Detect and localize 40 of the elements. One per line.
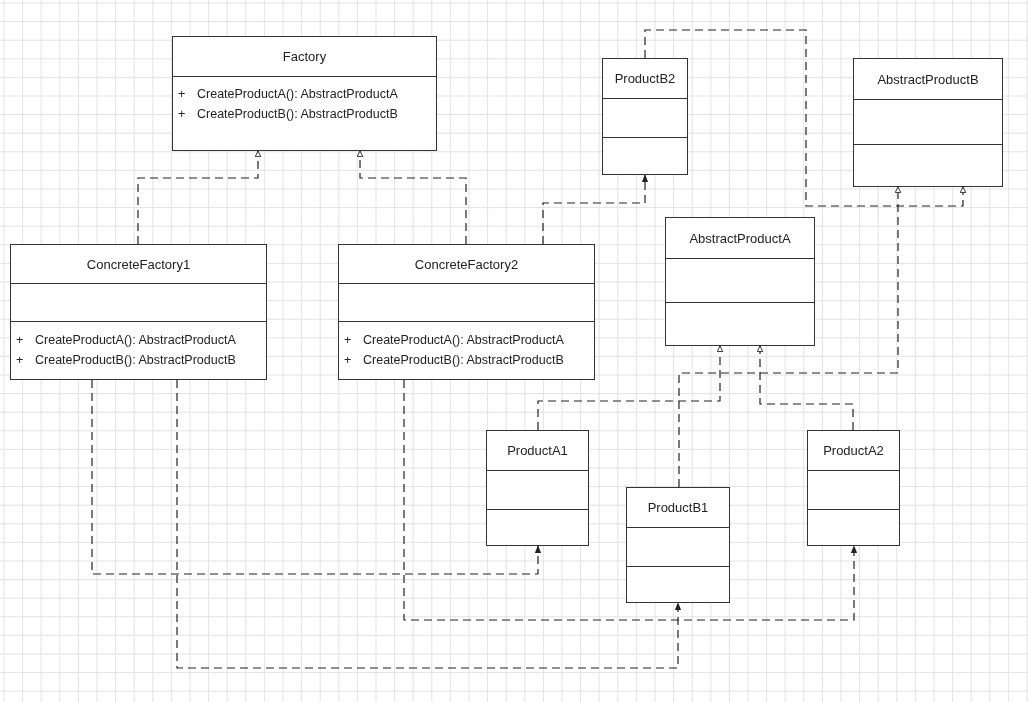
dashed-arrow xyxy=(644,29,967,207)
class-name: AbstractProductB xyxy=(877,71,979,87)
dashed-arrow xyxy=(91,379,542,575)
class-name: ProductA1 xyxy=(507,443,568,458)
class-name: ConcreteFactory2 xyxy=(414,256,519,272)
class-box xyxy=(10,244,267,380)
method-signature: CreateProductA(): AbstractProductA xyxy=(197,87,398,101)
class-box xyxy=(602,58,688,175)
dashed-arrow xyxy=(176,379,682,669)
dashed-arrow xyxy=(356,150,467,245)
class-box xyxy=(665,217,815,346)
class-box xyxy=(853,58,1003,187)
method-signature: CreateProductB(): AbstractProductB xyxy=(197,107,398,121)
method-signature: CreateProductA(): AbstractProductA xyxy=(363,333,564,347)
method-signature: CreateProductA(): AbstractProductA xyxy=(35,333,236,347)
class-name: ConcreteFactory1 xyxy=(86,256,191,272)
class-name: ProductA2 xyxy=(823,443,884,458)
visibility-sign: + xyxy=(178,107,186,121)
class-name: ProductB2 xyxy=(614,71,676,86)
method-signature: CreateProductB(): AbstractProductB xyxy=(363,353,564,367)
class-box xyxy=(486,430,589,546)
method-signature: CreateProductB(): AbstractProductB xyxy=(35,353,236,367)
visibility-sign: + xyxy=(178,87,186,101)
dashed-arrow xyxy=(542,174,649,245)
dashed-arrow xyxy=(537,345,724,431)
dashed-arrow xyxy=(678,186,902,488)
class-box xyxy=(807,430,900,546)
dashed-arrow xyxy=(756,345,854,431)
dashed-arrow xyxy=(403,379,858,621)
class-box xyxy=(338,244,595,380)
class-box xyxy=(626,487,730,603)
visibility-sign: + xyxy=(16,333,24,347)
class-name: Factory xyxy=(282,49,327,64)
visibility-sign: + xyxy=(344,333,352,347)
visibility-sign: + xyxy=(16,353,24,367)
class-name: ProductB1 xyxy=(647,500,709,515)
visibility-sign: + xyxy=(344,353,352,367)
class-box xyxy=(172,36,437,151)
class-name: AbstractProductA xyxy=(689,230,791,246)
dashed-arrow xyxy=(137,150,262,245)
